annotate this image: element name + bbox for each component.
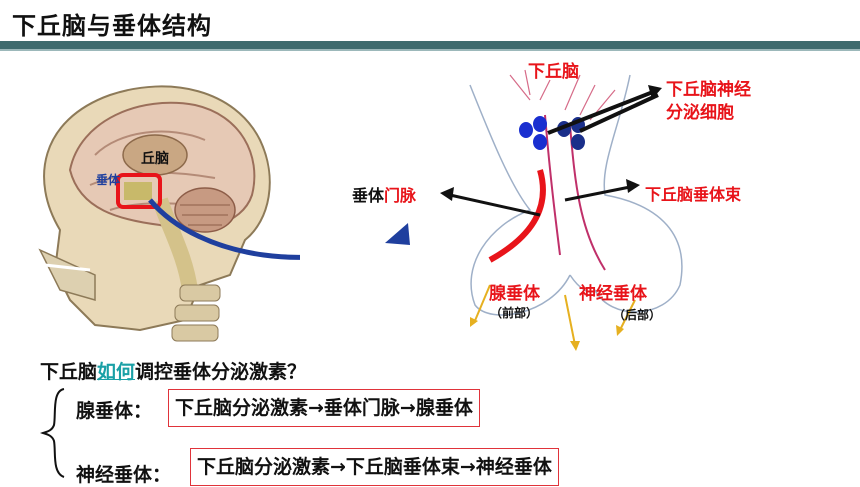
hypothalamo-hypophyseal-tract-label: 下丘脑垂体束 [645,185,742,204]
page-title: 下丘脑与垂体结构 [12,12,212,40]
adenohypophysis-label: 腺垂体 [489,284,540,304]
pathway-box-adenohypophysis: 下丘脑分泌激素→垂体门脉→腺垂体 [168,389,480,427]
brace-icon [40,388,65,478]
title-divider-line [0,49,860,51]
neurohypophysis-sublabel: （后部） [613,308,662,322]
thalamus-label: 丘脑 [141,151,169,167]
question-text: 下丘脑如何调控垂体分泌激素？ [40,361,307,383]
pituitary-label: 垂体 [96,173,121,187]
neurosecretory-cells-label-line1: 下丘脑神经 [666,80,751,100]
neurohypophysis-label: 神经垂体 [579,284,647,304]
skull-brain-illustration [38,85,300,342]
adenohypophysis-sublabel: （前部） [490,306,539,320]
pathway-box-neurohypophysis: 下丘脑分泌激素→下丘脑垂体束→神经垂体 [190,448,559,486]
row-label-neurohypophysis: 神经垂体： [76,464,172,486]
neurosecretory-cells-label-line2: 分泌细胞 [666,103,734,123]
hypothalamus-label: 下丘脑 [528,62,579,82]
pituitary-diagram [440,69,683,351]
row-label-adenohypophysis: 腺垂体： [76,400,153,422]
question-highlight: 如何 [97,361,136,383]
blue-arrow-head-icon [385,223,410,245]
title-divider [0,41,860,49]
portal-vein-label: 垂体门脉 [352,186,417,205]
